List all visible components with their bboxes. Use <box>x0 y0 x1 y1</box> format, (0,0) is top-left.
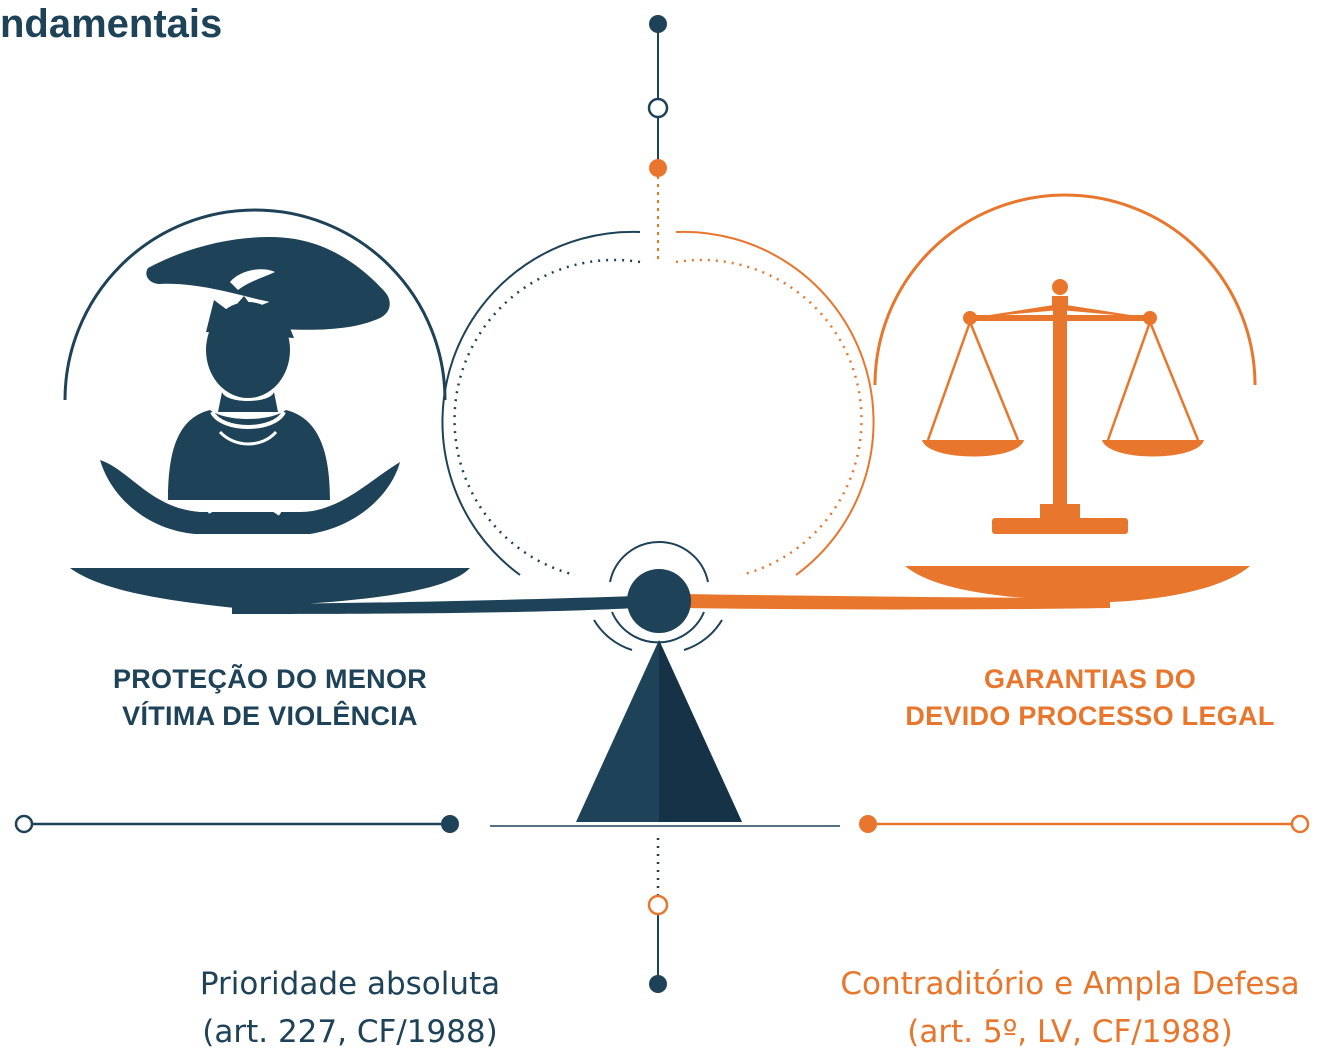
axis-dot-icon <box>649 15 667 33</box>
right-heading-line1: GARANTIAS DO <box>983 664 1197 694</box>
right-end-ring-icon <box>1290 814 1310 834</box>
bottom-axis <box>647 838 669 993</box>
ground-line <box>14 814 1310 834</box>
top-axis <box>647 15 669 260</box>
right-heading-line2: DEVIDO PROCESSO LEGAL <box>905 701 1275 731</box>
right-subtitle-line1: Contraditório e Ampla Defesa <box>840 966 1300 1002</box>
right-end-dot-icon <box>859 815 877 833</box>
right-subtitle-line2: (art. 5º, LV, CF/1988) <box>907 1014 1233 1050</box>
left-subtitle: Prioridade absoluta (art. 227, CF/1988) <box>90 960 610 1056</box>
left-heading-line2: VÍTIMA DE VIOLÊNCIA <box>122 701 418 731</box>
pivot <box>576 540 742 822</box>
left-heading-line1: PROTEÇÃO DO MENOR <box>112 664 428 694</box>
axis-ring-icon <box>647 97 669 119</box>
left-subtitle-line1: Prioridade absoluta <box>199 966 501 1002</box>
axis-dot-orange-icon <box>649 159 667 177</box>
right-pan <box>905 566 1250 602</box>
right-heading: GARANTIAS DO DEVIDO PROCESSO LEGAL <box>840 661 1340 735</box>
axis-dot-bottom-icon <box>649 975 667 993</box>
left-heading: PROTEÇÃO DO MENOR VÍTIMA DE VIOLÊNCIA <box>40 661 500 735</box>
center-ring <box>441 230 875 577</box>
scales-of-justice-icon <box>922 279 1204 534</box>
right-halo-arc <box>873 193 1257 386</box>
left-pan <box>70 568 470 608</box>
left-halo-arc <box>63 208 447 401</box>
axis-ring-orange-icon <box>647 894 669 916</box>
left-end-dot-icon <box>441 815 459 833</box>
page-title: ndamentais <box>0 2 223 46</box>
balance-beam <box>70 566 1250 614</box>
left-end-ring-icon <box>14 814 34 834</box>
protected-child-icon <box>100 237 400 534</box>
pivot-ball-icon <box>627 569 691 633</box>
right-subtitle: Contraditório e Ampla Defesa (art. 5º, L… <box>800 960 1340 1056</box>
left-subtitle-line2: (art. 227, CF/1988) <box>202 1014 498 1050</box>
